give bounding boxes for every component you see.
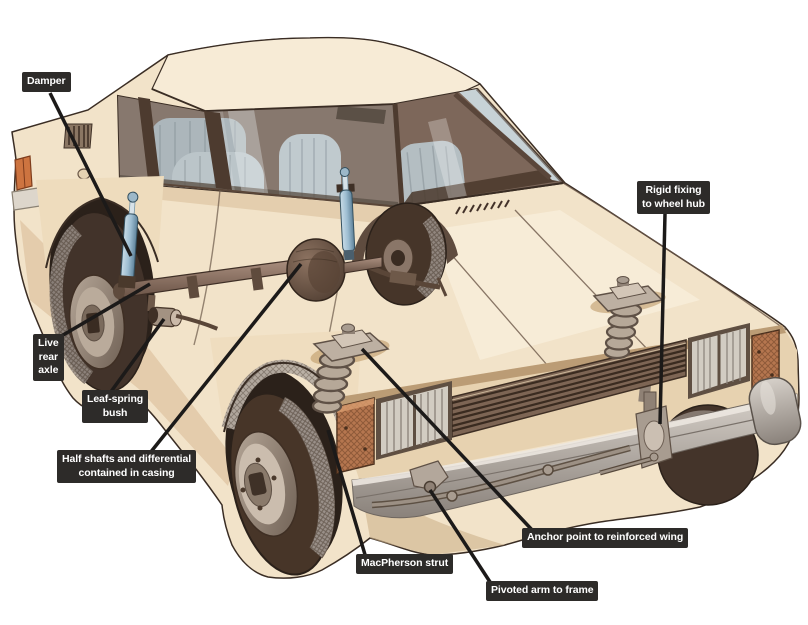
b-pillar xyxy=(204,111,232,190)
label-macpherson-strut: MacPherson strut xyxy=(356,554,454,574)
leader-pivoted-arm xyxy=(428,489,494,586)
leader-rigid-fixing xyxy=(658,213,667,425)
rear-bumper-end xyxy=(11,187,41,211)
wheel-hub-knuckle xyxy=(635,391,673,469)
far-side-glass xyxy=(459,89,563,182)
cowl-vents xyxy=(455,199,510,215)
windshield xyxy=(392,87,566,208)
label-live-rear-axle: Live rear axle xyxy=(33,334,64,381)
glass-glare xyxy=(226,98,270,206)
leader-leaf-spring-bush xyxy=(108,317,166,395)
a-pillar-far xyxy=(453,92,552,180)
rear-damper-right xyxy=(336,167,356,261)
leaf-spring-bush-part xyxy=(147,294,219,331)
leader-macpherson-strut xyxy=(326,429,368,559)
rear-arch-edge xyxy=(45,196,159,269)
label-leaf-spring-bush: Leaf-spring bush xyxy=(82,390,149,424)
leader-anchor-point xyxy=(360,347,536,534)
c-pillar-vent xyxy=(63,123,93,149)
left-headlight xyxy=(376,381,452,460)
roof-panel xyxy=(151,37,482,112)
windshield-glare xyxy=(428,118,468,204)
front-bumper xyxy=(351,376,802,519)
macpherson-strut-right xyxy=(590,276,666,360)
label-rigid-fixing: Rigid fixing to wheel hub xyxy=(637,181,710,215)
leader-half-shafts xyxy=(148,262,303,455)
dashboard-shadow xyxy=(402,168,560,206)
right-headlight xyxy=(688,323,750,399)
leader-lines xyxy=(48,92,667,586)
leader-live-rear-axle xyxy=(57,282,151,340)
label-damper: Damper xyxy=(22,72,71,92)
pivoted-arm-part xyxy=(409,460,449,494)
grille xyxy=(451,339,687,438)
valance-shadow xyxy=(360,482,505,555)
sun-visor xyxy=(336,106,386,124)
c-pillar xyxy=(138,97,160,181)
a-pillar-near xyxy=(392,103,405,207)
rear-damper-left xyxy=(118,191,139,289)
left-indicator xyxy=(336,397,375,474)
leader-damper xyxy=(48,92,133,257)
label-half-shafts: Half shafts and differential contained i… xyxy=(57,450,197,484)
anti-roll-bar xyxy=(371,444,659,509)
label-pivoted-arm: Pivoted arm to frame xyxy=(486,581,599,601)
differential-casing xyxy=(286,238,346,302)
rear-axle-assembly xyxy=(113,167,458,331)
hood-highlight xyxy=(430,210,700,360)
beltline-shadow xyxy=(120,182,400,225)
label-anchor-point: Anchor point to reinforced wing xyxy=(522,528,689,548)
front-left-wheel xyxy=(225,369,343,576)
right-rear-wheel-cutaway xyxy=(352,202,458,306)
tail-light xyxy=(14,155,33,191)
